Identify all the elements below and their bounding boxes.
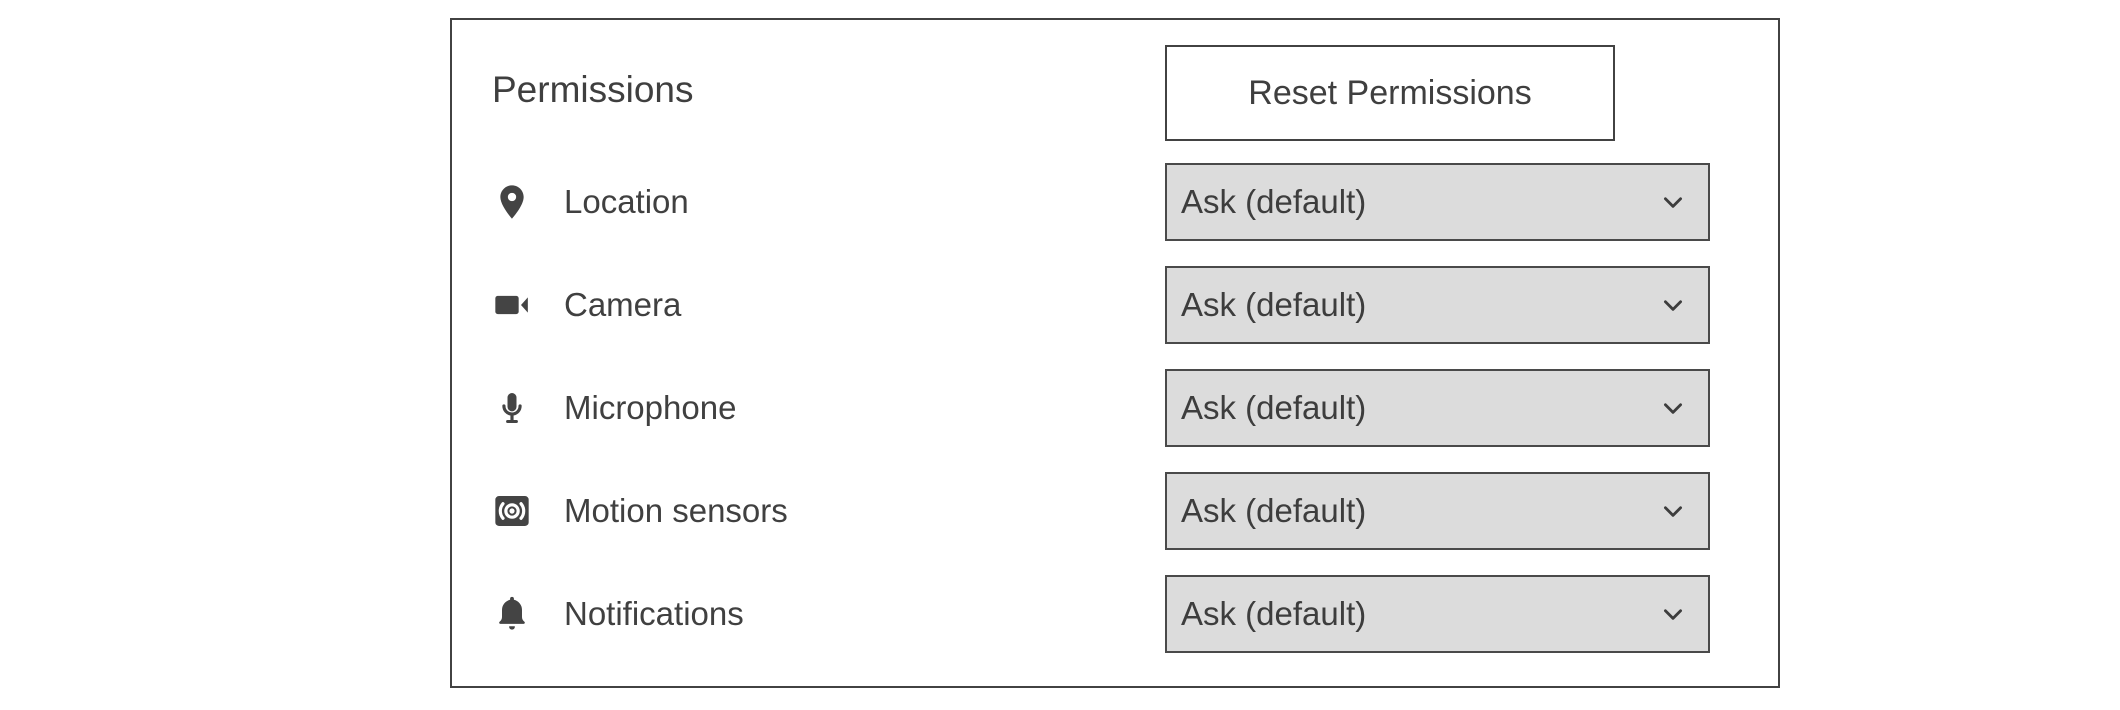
permission-row-microphone: Microphone Ask (default) (452, 356, 1778, 459)
chevron-down-icon (1660, 395, 1686, 421)
permission-rows: Location Ask (default) (452, 150, 1778, 665)
permission-select-location[interactable]: Ask (default) (1165, 162, 1710, 241)
chevron-down-icon (1660, 601, 1686, 627)
permission-select-value: Ask (default) (1181, 182, 1367, 220)
permission-label: Motion sensors (564, 491, 788, 529)
permission-select-value: Ask (default) (1181, 594, 1367, 632)
permission-label: Notifications (564, 594, 744, 632)
permission-row-notifications: Notifications Ask (default) (452, 562, 1778, 665)
panel-header: Permissions Reset Permissions (452, 20, 1778, 150)
chevron-down-icon (1660, 498, 1686, 524)
bell-icon (492, 594, 532, 634)
permission-select-value: Ask (default) (1181, 388, 1367, 426)
permission-row-location: Location Ask (default) (452, 150, 1778, 253)
permission-select-notifications[interactable]: Ask (default) (1165, 574, 1710, 653)
permission-select-camera[interactable]: Ask (default) (1165, 265, 1710, 344)
permission-row-camera: Camera Ask (default) (452, 253, 1778, 356)
location-pin-icon (492, 182, 532, 222)
microphone-icon (492, 388, 532, 428)
chevron-down-icon (1660, 189, 1686, 215)
motion-sensors-icon (492, 491, 532, 531)
permission-label: Camera (564, 285, 682, 323)
permission-select-motion-sensors[interactable]: Ask (default) (1165, 471, 1710, 550)
chevron-down-icon (1660, 292, 1686, 318)
reset-permissions-button[interactable]: Reset Permissions (1165, 45, 1615, 141)
permissions-panel: Permissions Reset Permissions Location A… (450, 18, 1780, 688)
permission-label: Microphone (564, 388, 737, 426)
video-camera-icon (492, 285, 532, 325)
permission-select-value: Ask (default) (1181, 491, 1367, 529)
permission-select-microphone[interactable]: Ask (default) (1165, 368, 1710, 447)
permission-select-value: Ask (default) (1181, 285, 1367, 323)
permission-row-motion-sensors: Motion sensors Ask (default) (452, 459, 1778, 562)
permission-label: Location (564, 182, 689, 220)
page-title: Permissions (492, 69, 694, 110)
